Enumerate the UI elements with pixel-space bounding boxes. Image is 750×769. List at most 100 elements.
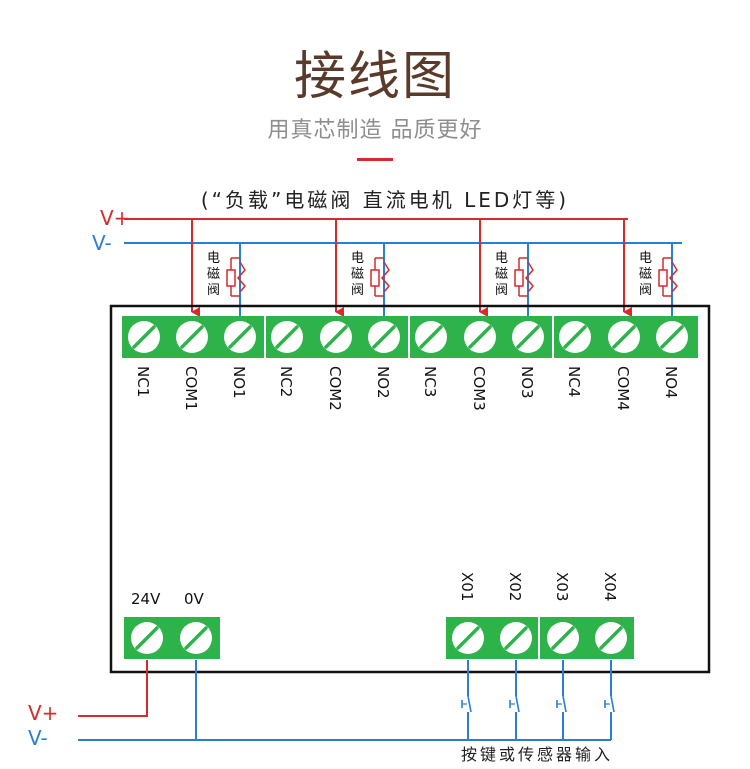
input-screw-3 <box>547 622 579 654</box>
valve-coil <box>370 269 380 287</box>
power-screw-1 <box>131 622 163 654</box>
terminal-label-no: NO2 <box>374 366 392 399</box>
terminal-label-nc: NC1 <box>134 366 152 397</box>
page-subtitle: 用真芯制造 品质更好 <box>267 118 483 143</box>
valve-label-char: 阀 <box>639 283 652 298</box>
title-accent-line <box>357 158 393 161</box>
valve-label-char: 磁 <box>495 267 508 282</box>
valve-label-char: 电 <box>495 251 508 266</box>
solenoid-valve-icon: 电磁阀 <box>351 251 390 298</box>
push-button-icon <box>556 695 567 713</box>
bottom-vplus-wire <box>78 660 148 717</box>
valve-spring <box>669 261 678 293</box>
screw-slot <box>551 626 575 650</box>
screw-slot <box>228 325 252 349</box>
screw-slot <box>372 325 396 349</box>
valve-label-char: 阀 <box>351 283 364 298</box>
switch-contact <box>562 695 567 713</box>
terminal-label-nc: NC2 <box>277 366 295 397</box>
screw-slot <box>135 626 159 650</box>
screw-slot <box>516 325 540 349</box>
screw-slot <box>132 325 156 349</box>
relay-screw-10 <box>559 321 591 353</box>
valve-spring <box>381 261 390 293</box>
screw-slot <box>612 325 636 349</box>
solenoid-valve-icon: 电磁阀 <box>495 251 534 298</box>
relay-terminal-labels: NC1 COM1 NO1 NC2 COM2 NO2 NC3 COM3 NO3 NC4 COM4 NO4 <box>134 366 680 411</box>
solenoid-valve-icon: 电磁阀 <box>639 251 678 298</box>
bottom-supply-wires <box>78 660 615 741</box>
screw-slot <box>563 325 587 349</box>
valve-coil <box>514 269 524 287</box>
screw-slot <box>275 325 299 349</box>
push-button-icon <box>461 695 472 713</box>
terminal-label-com: COM3 <box>470 366 488 411</box>
input-screw-4 <box>595 622 627 654</box>
screw-slot <box>599 626 623 650</box>
valve-spring <box>237 261 246 293</box>
power-terminal-label: 0V <box>184 590 205 608</box>
bottom-vminus-label: V- <box>28 726 48 750</box>
valve-label-char: 电 <box>639 251 652 266</box>
terminal-label-com: COM1 <box>182 366 200 411</box>
screw-slot <box>184 626 208 650</box>
valve-label-char: 阀 <box>207 283 220 298</box>
relay-screw-2 <box>176 321 208 353</box>
input-terminal-block: X01 X02 X03 X04 <box>446 572 634 659</box>
input-terminal-label: X01 <box>458 572 476 601</box>
relay-screw-1 <box>128 321 160 353</box>
input-caption: 按键或传感器输入 <box>461 745 613 764</box>
load-caption: (“负载”电磁阀 直流电机 LED灯等) <box>201 188 569 212</box>
valve-label-char: 磁 <box>351 267 364 282</box>
input-terminal-label: X02 <box>506 572 524 601</box>
bottom-vplus-label: V+ <box>28 701 58 725</box>
screw-slot <box>324 325 348 349</box>
valve-spring <box>525 261 534 293</box>
relay-screw-4 <box>271 321 303 353</box>
terminal-label-com: COM2 <box>326 366 344 411</box>
terminal-label-nc: NC3 <box>421 366 439 397</box>
screw-slot <box>180 325 204 349</box>
terminal-label-no: NO4 <box>662 366 680 399</box>
valve-label-char: 电 <box>351 251 364 266</box>
solenoid-valve-icon: 电磁阀 <box>207 251 246 298</box>
valve-label-char: 磁 <box>207 267 220 282</box>
screw-slot <box>456 626 480 650</box>
switch-contact <box>467 695 472 713</box>
valve-label-char: 电 <box>207 251 220 266</box>
screw-slot <box>504 626 528 650</box>
relay-screw-3 <box>224 321 256 353</box>
valve-label-char: 阀 <box>495 283 508 298</box>
input-screw-1 <box>452 622 484 654</box>
input-terminal-label: X03 <box>553 572 571 601</box>
screw-slot <box>419 325 443 349</box>
switch-contact <box>610 695 615 713</box>
page-title: 接线图 <box>293 47 456 107</box>
push-button-icon <box>509 695 520 713</box>
top-vminus-label: V- <box>92 231 112 255</box>
valve-coil <box>226 269 236 287</box>
valve-label-char: 磁 <box>639 267 652 282</box>
controller-board <box>109 304 711 674</box>
switch-contact <box>515 695 520 713</box>
relay-screw-12 <box>656 321 688 353</box>
input-terminal-label: X04 <box>601 572 619 601</box>
terminal-label-no: NO3 <box>518 366 536 399</box>
relay-screw-9 <box>512 321 544 353</box>
push-button-icon <box>604 695 615 713</box>
relay-terminal-strip <box>122 316 698 358</box>
relay-screw-7 <box>415 321 447 353</box>
relay-screw-5 <box>320 321 352 353</box>
terminal-label-com: COM4 <box>614 366 632 411</box>
screw-slot <box>660 325 684 349</box>
relay-screw-8 <box>464 321 496 353</box>
power-screw-2 <box>180 622 212 654</box>
terminal-label-nc: NC4 <box>565 366 583 397</box>
valve-coil <box>658 269 668 287</box>
screw-slot <box>468 325 492 349</box>
relay-screw-6 <box>368 321 400 353</box>
relay-screw-11 <box>608 321 640 353</box>
terminal-label-no: NO1 <box>230 366 248 399</box>
